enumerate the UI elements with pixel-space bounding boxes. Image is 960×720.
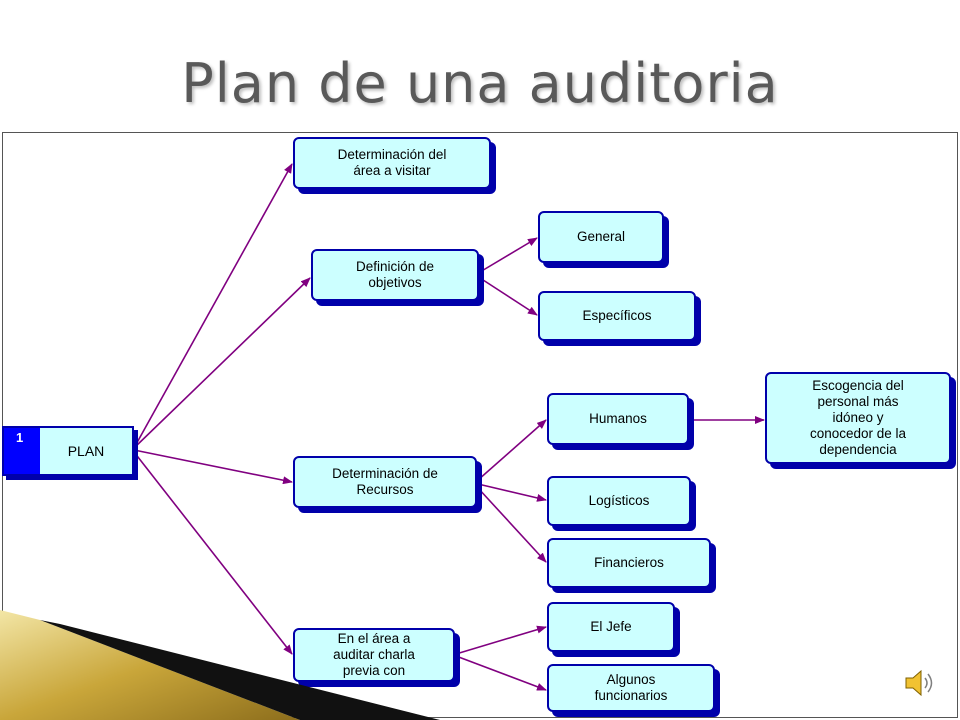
node-definicion-objetivos: Definición de objetivos	[311, 249, 479, 301]
node-humanos: Humanos	[547, 393, 689, 445]
connector-recursos-logisticos	[477, 483, 547, 502]
node-especificos: Específicos	[538, 291, 696, 341]
connector-charla-funcionarios	[455, 655, 547, 691]
root-number-badge: 1	[4, 428, 40, 474]
node-general: General	[538, 211, 664, 263]
connector-plan-objetivos	[133, 277, 311, 449]
node-logisticos: Logísticos	[547, 476, 691, 526]
node-charla-previa: En el área a auditar charla previa con	[293, 628, 455, 682]
root-node-plan: 1 PLAN	[2, 426, 134, 476]
slide-title: Plan de una auditoria	[181, 52, 779, 115]
connector-plan-charla	[133, 451, 293, 655]
connector-charla-jefe	[455, 625, 547, 655]
connector-objetivos-especificos	[479, 277, 538, 316]
speaker-icon[interactable]	[904, 668, 938, 698]
connector-objetivos-general	[479, 237, 538, 273]
node-escogencia-personal: Escogencia del personal más idóneo y con…	[765, 372, 951, 464]
connector-plan-area	[133, 163, 293, 449]
connector-plan-recursos	[133, 449, 293, 485]
node-determinacion-recursos: Determinación de Recursos	[293, 456, 477, 508]
connector-recursos-humanos	[477, 419, 547, 481]
connector-recursos-financieros	[477, 487, 547, 563]
node-financieros: Financieros	[547, 538, 711, 588]
node-determinacion-area: Determinación del área a visitar	[293, 137, 491, 189]
node-algunos-funcionarios: Algunos funcionarios	[547, 664, 715, 712]
root-label: PLAN	[67, 443, 105, 459]
node-el-jefe: El Jefe	[547, 602, 675, 652]
